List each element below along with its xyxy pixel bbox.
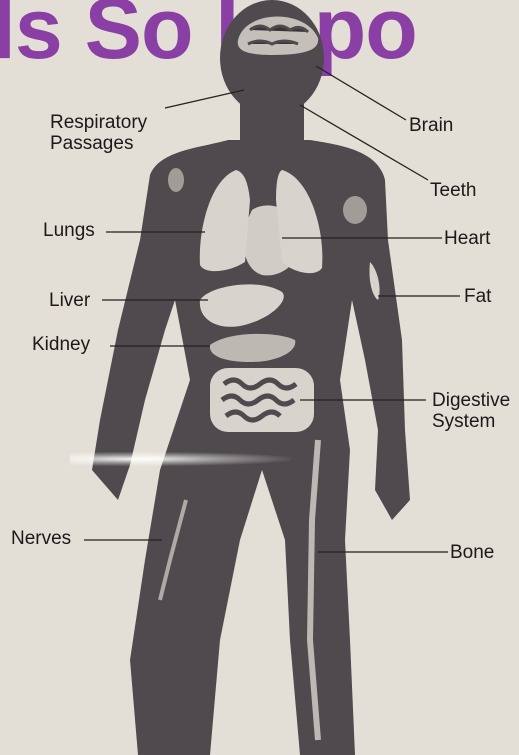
label-respiratory-line1: Respiratory	[50, 112, 147, 133]
label-teeth: Teeth	[430, 180, 476, 201]
label-lungs: Lungs	[43, 220, 95, 241]
photo-glare	[70, 452, 290, 466]
label-digestive-line2: System	[432, 411, 510, 432]
label-digestive-system: Digestive System	[432, 390, 510, 432]
label-bone: Bone	[450, 542, 494, 563]
label-brain: Brain	[409, 115, 453, 136]
label-liver: Liver	[49, 290, 90, 311]
label-nerves: Nerves	[11, 528, 71, 549]
label-respiratory-line2: Passages	[50, 133, 147, 154]
label-digestive-line1: Digestive	[432, 390, 510, 411]
label-respiratory-passages: Respiratory Passages	[50, 112, 147, 154]
label-kidney: Kidney	[32, 334, 90, 355]
label-heart: Heart	[444, 228, 490, 249]
label-fat: Fat	[464, 286, 491, 307]
